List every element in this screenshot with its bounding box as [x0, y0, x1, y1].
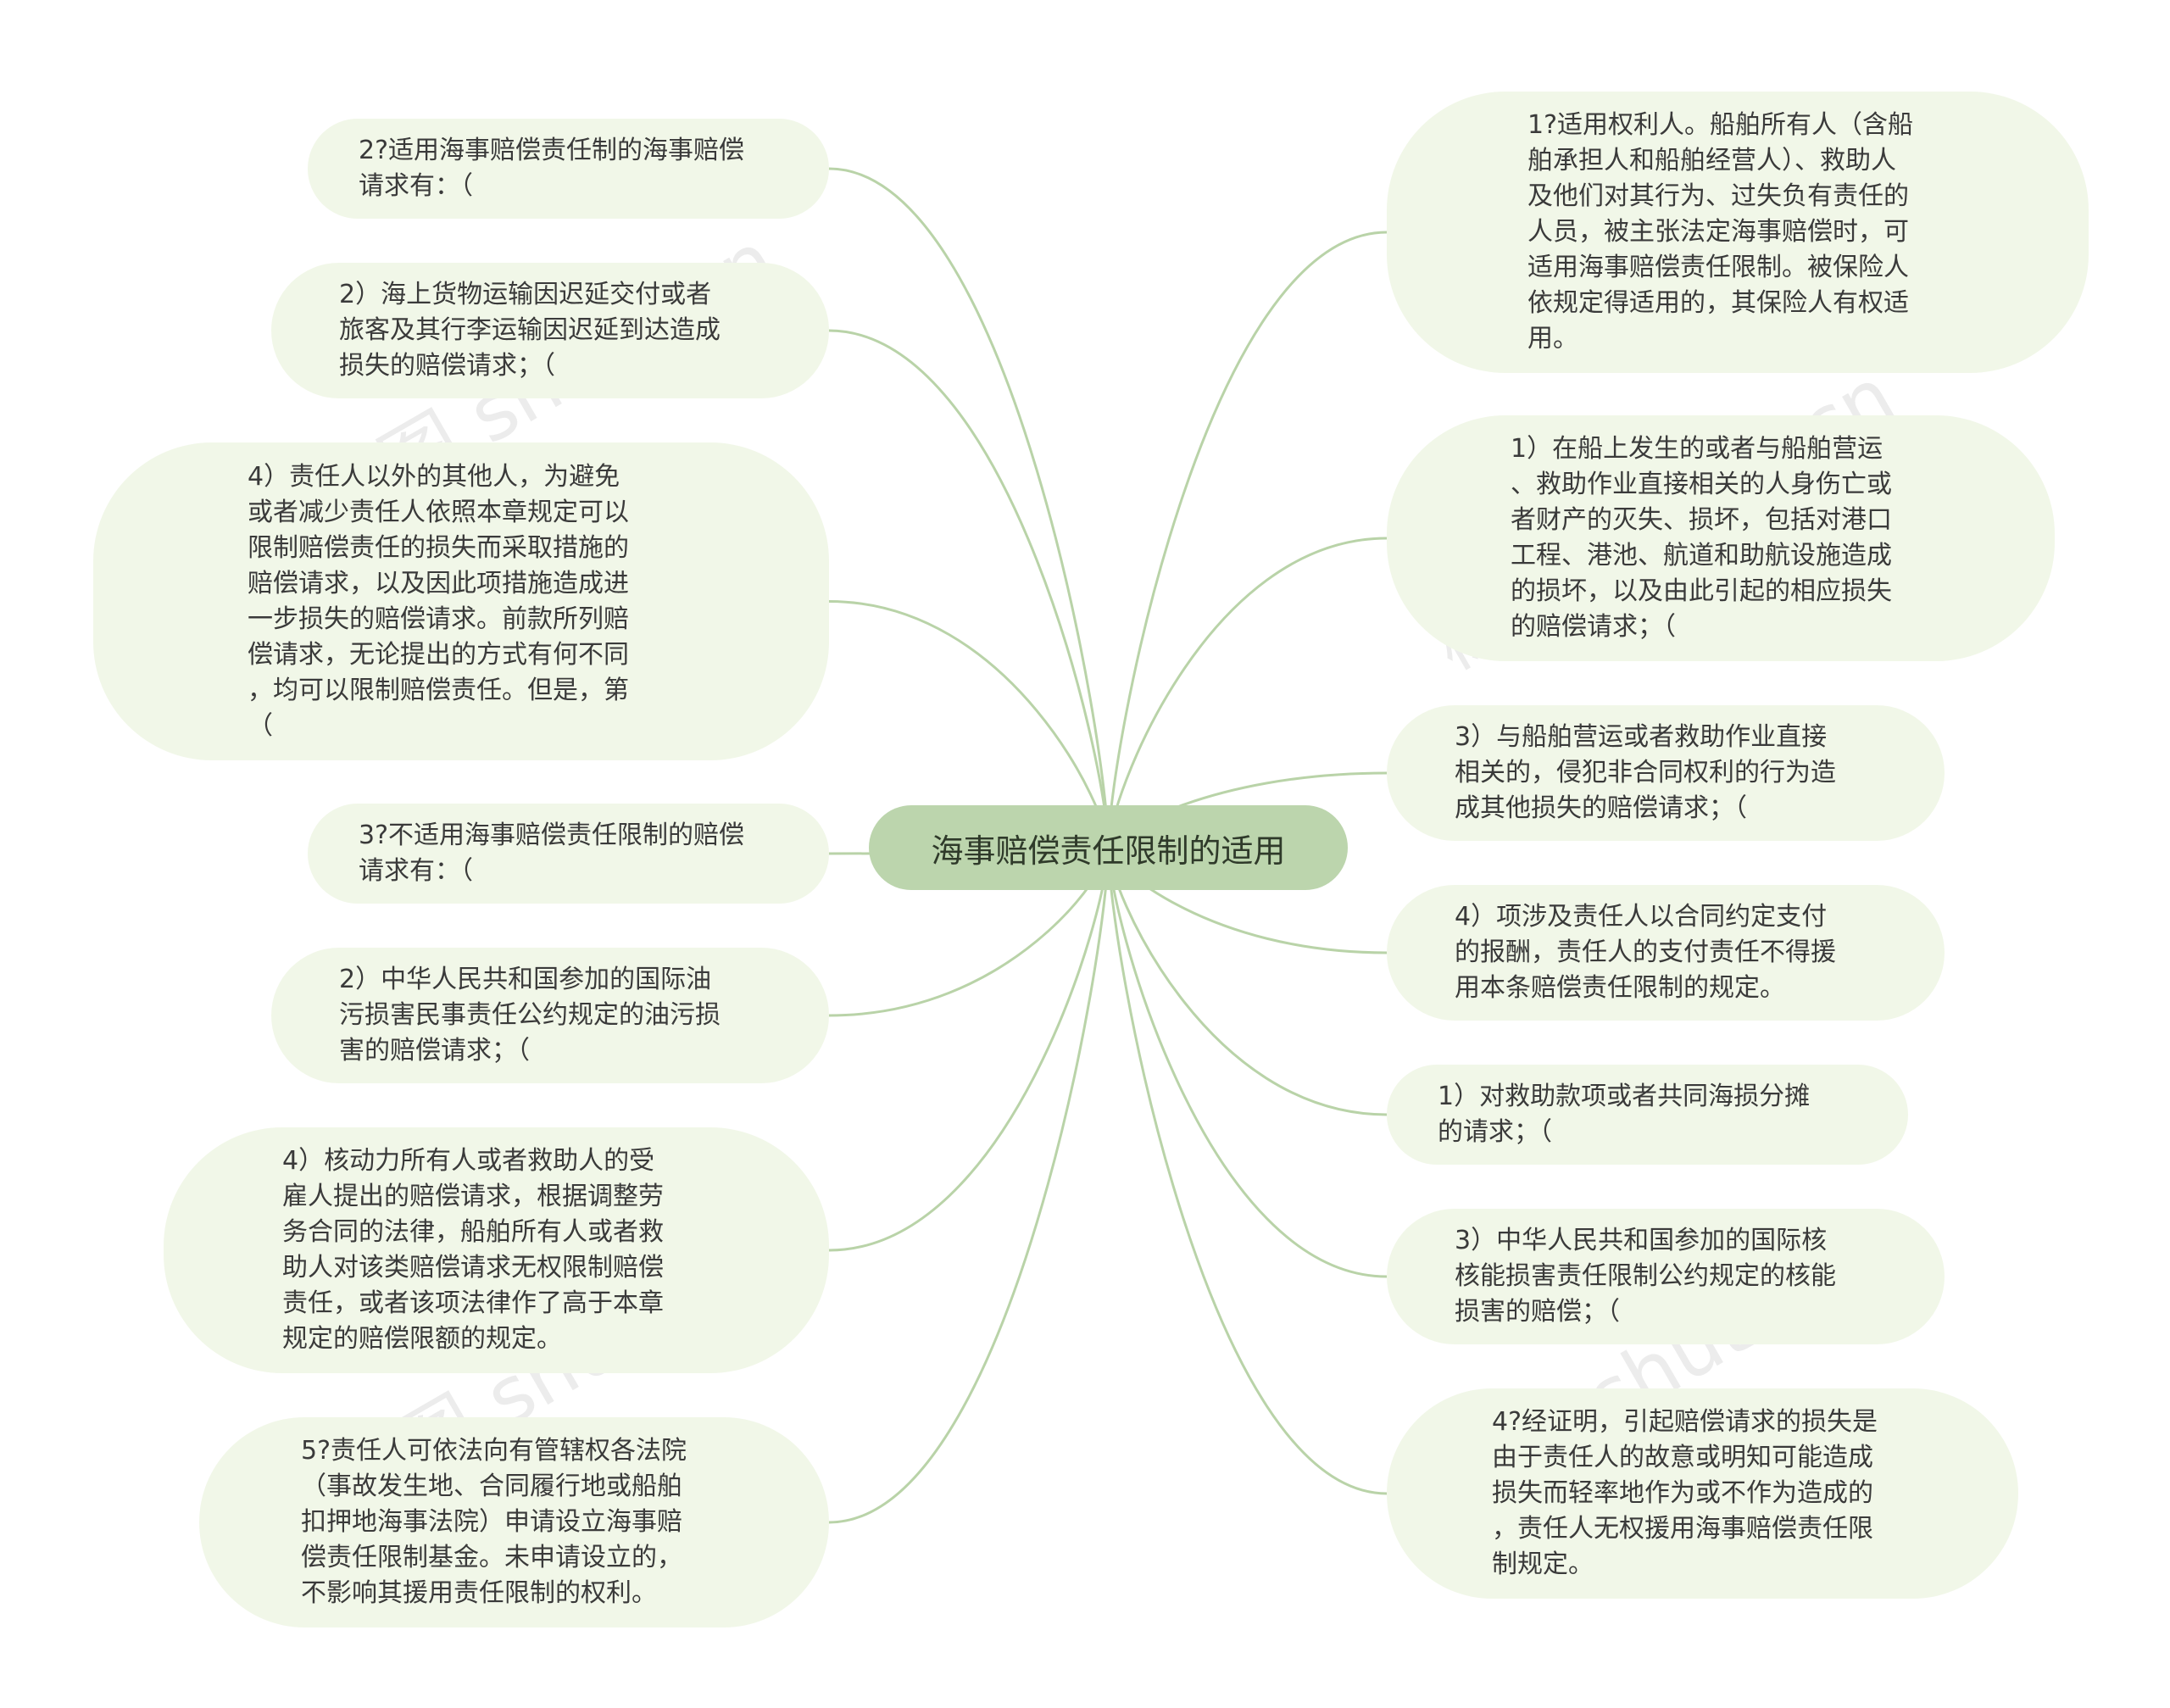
topic-node-left[interactable]: 4）核动力所有人或者救助人的受 雇人提出的赔偿请求，根据调整劳 务合同的法律，船…: [164, 1127, 829, 1373]
topic-node-left[interactable]: 4）责任人以外的其他人，为避免 或者减少责任人依照本章规定可以 限制赔偿责任的损…: [93, 442, 829, 760]
topic-node-left[interactable]: 2）海上货物运输因迟延交付或者 旅客及其行李运输因迟延到达造成 损失的赔偿请求；…: [271, 263, 829, 398]
topic-node-text: 4）项涉及责任人以合同约定支付 的报酬，责任人的支付责任不得援 用本条赔偿责任限…: [1455, 902, 1836, 1003]
topic-node-left[interactable]: 3?不适用海事赔偿责任限制的赔偿 请求有：（: [308, 804, 829, 904]
root-topic-label: 海事赔偿责任限制的适用: [931, 832, 1286, 870]
root-topic[interactable]: 海事赔偿责任限制的适用: [869, 805, 1348, 890]
connector-line: [828, 847, 1110, 1524]
topic-node-left[interactable]: 5?责任人可依法向有管辖权各法院 （事故发生地、合同履行地或船舶 扣押地海事法院…: [199, 1417, 829, 1627]
connector-line: [828, 329, 1110, 848]
topic-node-text: 1?适用权利人。船舶所有人（含船 舶承担人和船舶经营人）、救助人 及他们对其行为…: [1527, 110, 1914, 353]
topic-node-text: 1）对救助款项或者共同海损分摊 的请求；（: [1438, 1082, 1811, 1147]
topic-node-text: 5?责任人可依法向有管辖权各法院 （事故发生地、合同履行地或船舶 扣押地海事法院…: [301, 1436, 687, 1608]
connector-line: [1107, 847, 1388, 1278]
topic-node-right[interactable]: 4）项涉及责任人以合同约定支付 的报酬，责任人的支付责任不得援 用本条赔偿责任限…: [1387, 885, 1945, 1021]
topic-node-text: 1）在船上发生的或者与船舶营运 、救助作业直接相关的人身伤亡或 者财产的灭失、损…: [1511, 434, 1892, 642]
topic-node-right[interactable]: 1?适用权利人。船舶所有人（含船 舶承担人和船舶经营人）、救助人 及他们对其行为…: [1387, 92, 2089, 373]
topic-node-text: 4）责任人以外的其他人，为避免 或者减少责任人依照本章规定可以 限制赔偿责任的损…: [248, 461, 629, 741]
topic-node-text: 4?经证明，引起赔偿请求的损失是 由于责任人的故意或明知可能造成 损失而轻率地作…: [1492, 1407, 1878, 1579]
topic-node-text: 3）与船舶营运或者救助作业直接 相关的，侵犯非合同权利的行为造 成其他损失的赔偿…: [1455, 722, 1836, 823]
topic-node-text: 2）中华人民共和国参加的国际油 污损害民事责任公约规定的油污损 害的赔偿请求；（: [339, 965, 721, 1065]
topic-node-text: 3）中华人民共和国参加的国际核 核能损害责任限制公约规定的核能 损害的赔偿；（: [1455, 1226, 1836, 1327]
connector-line: [1107, 231, 1388, 848]
topic-node-right[interactable]: 3）中华人民共和国参加的国际核 核能损害责任限制公约规定的核能 损害的赔偿；（: [1387, 1209, 1945, 1344]
topic-node-right[interactable]: 1）对救助款项或者共同海损分摊 的请求；（: [1387, 1065, 1908, 1165]
connector-line: [828, 847, 1110, 1252]
connector-line: [1107, 537, 1388, 848]
topic-node-left[interactable]: 2?适用海事赔偿责任制的海事赔偿 请求有：（: [308, 119, 829, 219]
topic-node-text: 2?适用海事赔偿责任制的海事赔偿 请求有：（: [359, 136, 745, 201]
connector-line: [1107, 847, 1388, 1495]
topic-node-right[interactable]: 1）在船上发生的或者与船舶营运 、救助作业直接相关的人身伤亡或 者财产的灭失、损…: [1387, 415, 2055, 661]
topic-node-left[interactable]: 2）中华人民共和国参加的国际油 污损害民事责任公约规定的油污损 害的赔偿请求；（: [271, 948, 829, 1083]
connector-line: [828, 167, 1110, 848]
topic-node-text: 4）核动力所有人或者救助人的受 雇人提出的赔偿请求，根据调整劳 务合同的法律，船…: [282, 1146, 664, 1354]
topic-node-text: 2）海上货物运输因迟延交付或者 旅客及其行李运输因迟延到达造成 损失的赔偿请求；…: [339, 280, 721, 381]
topic-node-text: 3?不适用海事赔偿责任限制的赔偿 请求有：（: [359, 821, 745, 886]
topic-node-right[interactable]: 3）与船舶营运或者救助作业直接 相关的，侵犯非合同权利的行为造 成其他损失的赔偿…: [1387, 705, 1945, 841]
topic-node-right[interactable]: 4?经证明，引起赔偿请求的损失是 由于责任人的故意或明知可能造成 损失而轻率地作…: [1387, 1388, 2018, 1599]
